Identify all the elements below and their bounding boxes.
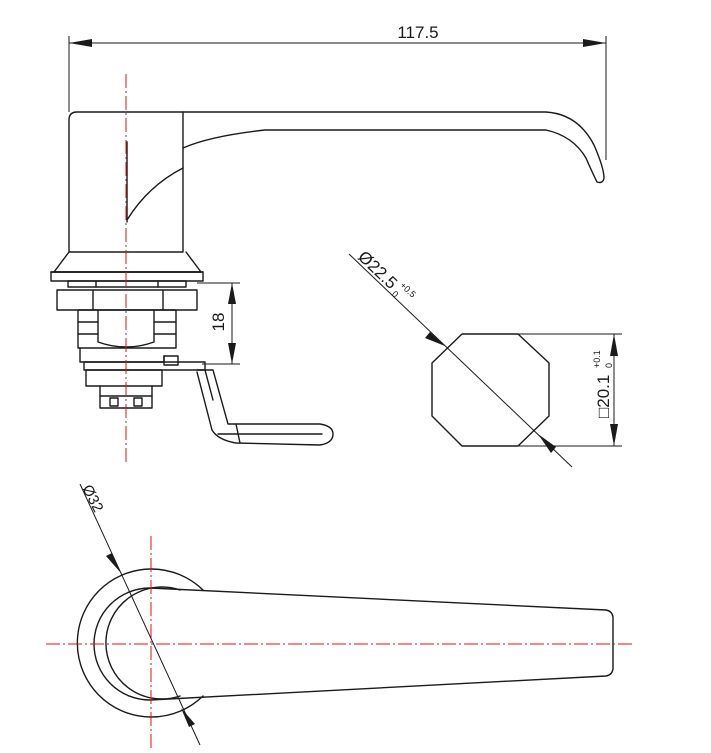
height-label: 18 xyxy=(209,313,228,332)
diameter-small-label: Ø22.5 xyxy=(354,247,401,293)
diameter-small-tol-upper: +0.5 xyxy=(398,280,418,299)
overall-length-dimension: 117.5 xyxy=(68,23,607,160)
side-view-handle xyxy=(50,111,605,446)
square-width-label: □20.1 xyxy=(594,375,613,418)
diameter-small-annotation: Ø22.5 +0.5 0 xyxy=(354,247,418,300)
height-dimension: 18 xyxy=(197,282,240,365)
diameter-large-label: Ø32 xyxy=(78,482,106,515)
top-view-handle xyxy=(76,568,614,718)
square-tol-lower: 0 xyxy=(604,363,614,368)
diameter-small-tol-lower: 0 xyxy=(390,289,401,300)
square-width-annotation: □20.1 +0.1 0 xyxy=(592,350,614,418)
overall-length-label: 117.5 xyxy=(397,23,438,42)
square-profile xyxy=(348,253,622,468)
square-tol-upper: +0.1 xyxy=(592,350,602,368)
diameter-large-dimension: Ø32 xyxy=(78,482,201,746)
